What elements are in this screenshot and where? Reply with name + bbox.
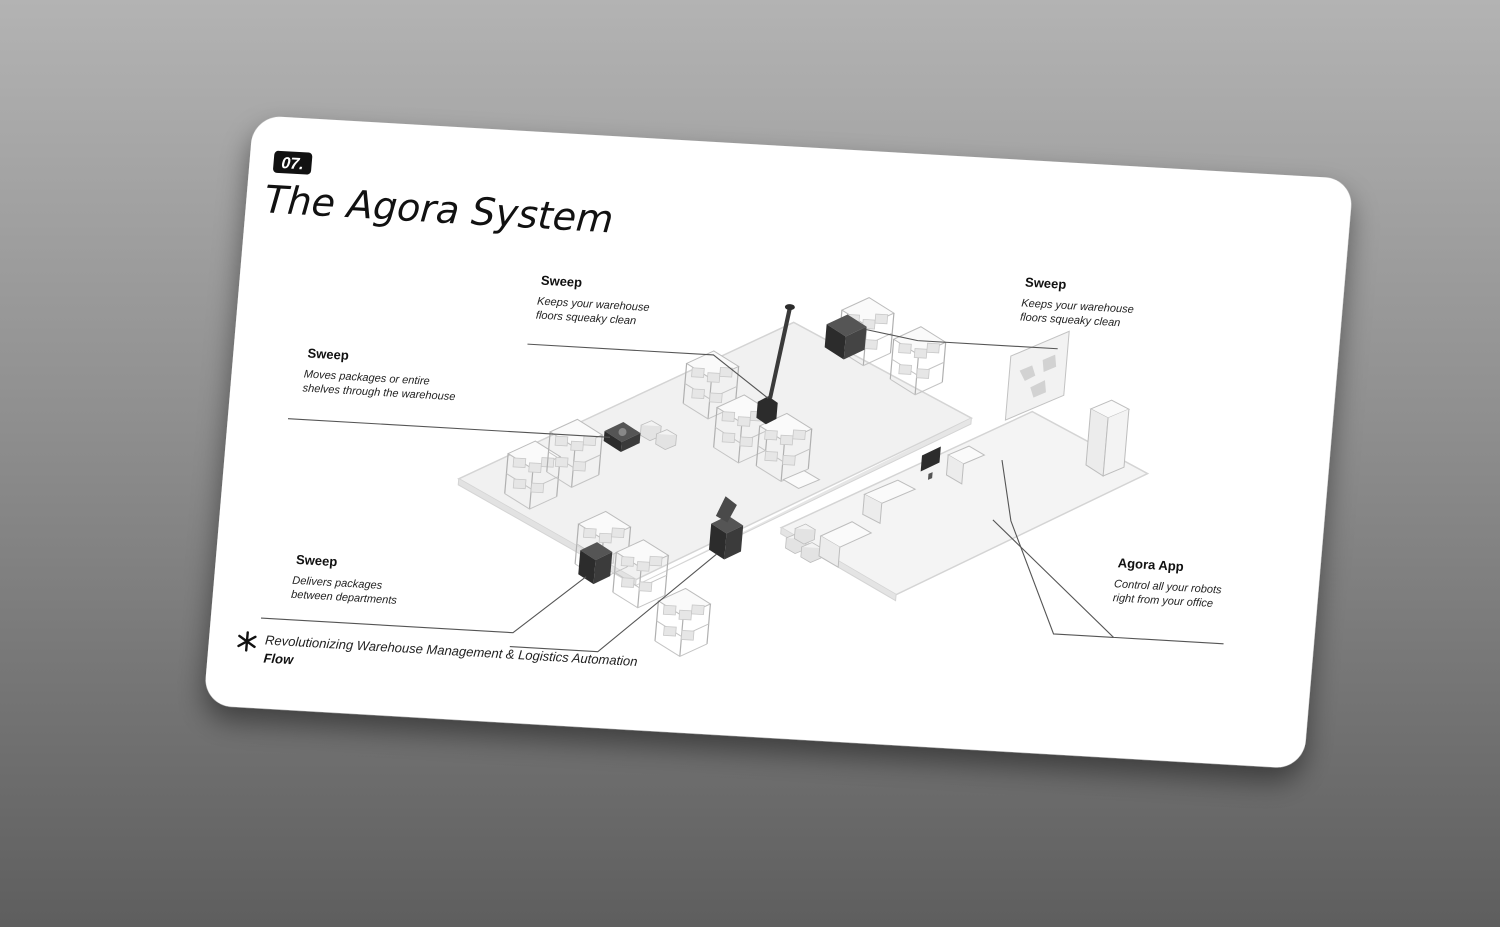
callout-title: Sweep [540,273,582,290]
asterisk-logo-icon [237,631,257,652]
callout-agora-app: Agora App Control all your robots right … [1112,555,1222,610]
callout-text-line2: floors squeaky clean [535,310,636,328]
robot-delivery [578,542,613,585]
callout-title: Sweep [307,346,349,363]
callout-title: Sweep [296,552,338,569]
office-cabinet [1085,399,1131,477]
callout-title: Agora App [1117,555,1184,574]
monitor-icon [920,446,941,480]
wall-map-icon [1004,330,1070,421]
robot-carrier [603,422,641,453]
callout-text-line2: right from your office [1112,592,1213,610]
slide-number: 07. [281,154,305,173]
slide-number-badge [273,150,313,175]
robot-sweep-pole [756,304,795,425]
callout-title: Sweep [1025,275,1067,292]
robot-sweep-cube [824,314,867,360]
office-furniture [782,445,986,568]
leader-lines [260,329,1224,653]
callout-sweep-bottom: Sweep Delivers packages between departme… [291,552,398,607]
footer-brand: Flow [263,650,295,667]
callout-text-line1: Delivers packages [292,575,383,592]
robot-bin [708,496,744,560]
callout-text-line2: floors squeaky clean [1020,311,1121,329]
